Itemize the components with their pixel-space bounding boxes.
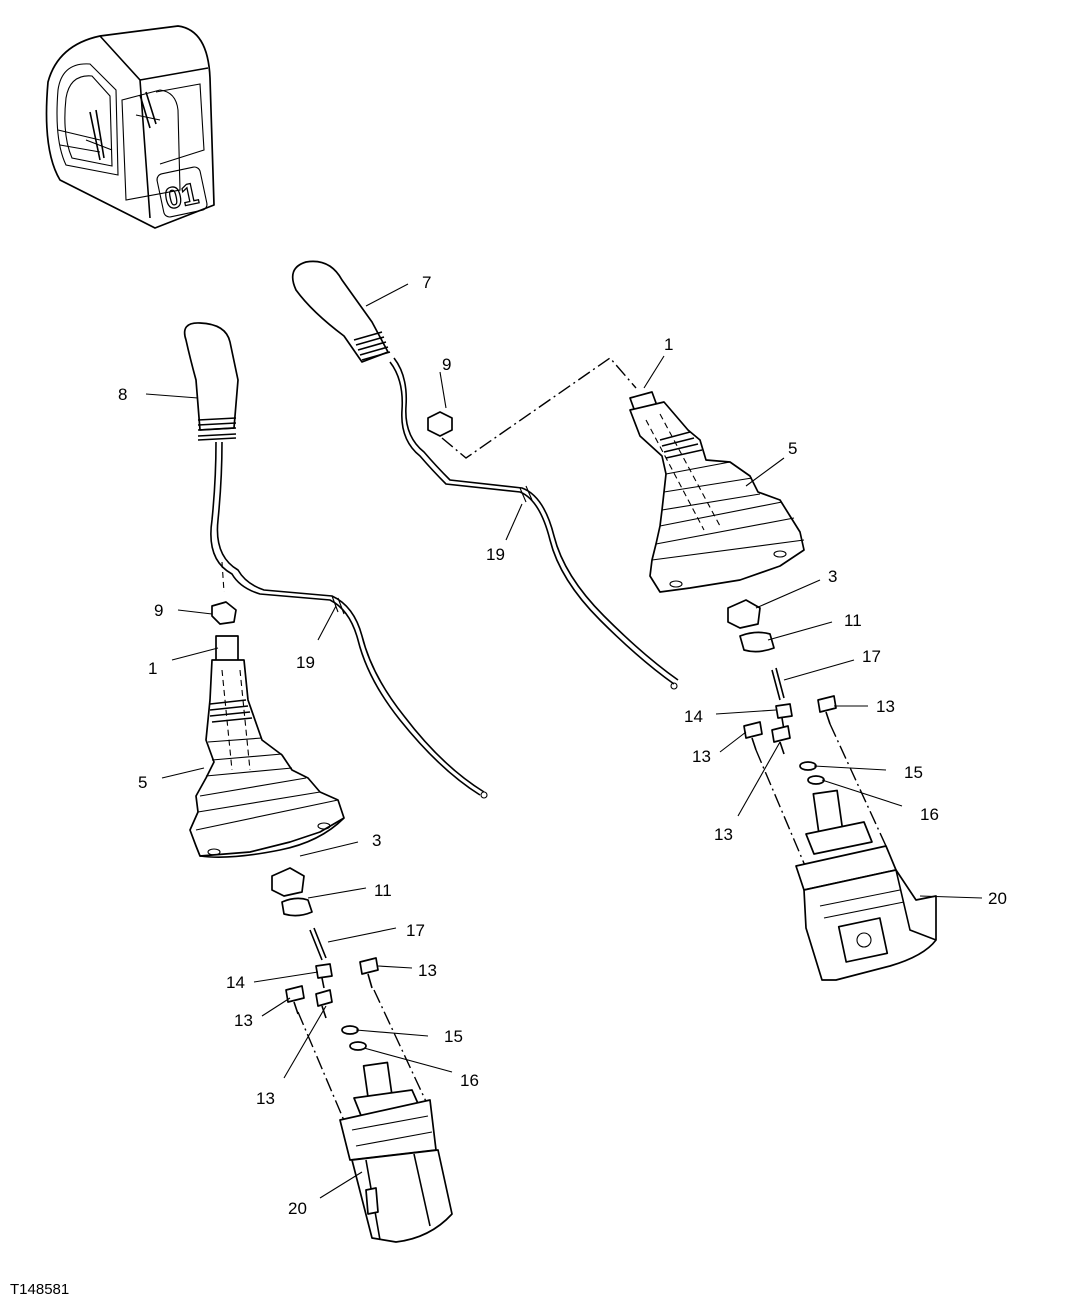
callout-16: 16	[920, 805, 939, 824]
left-assembly	[145, 322, 488, 1243]
callout-20: 20	[288, 1199, 307, 1218]
right-assembly	[291, 260, 983, 981]
callout-20: 20	[988, 889, 1007, 908]
left-bolts	[285, 957, 379, 1019]
callout-13: 13	[418, 961, 437, 980]
callout-1: 1	[148, 659, 157, 678]
callout-1: 1	[664, 335, 673, 354]
callout-9: 9	[154, 601, 163, 620]
callout-13: 13	[256, 1089, 275, 1108]
callout-11: 11	[844, 611, 862, 630]
left-handle-grip	[183, 322, 239, 441]
callout-11: 11	[374, 881, 392, 900]
callout-19: 19	[296, 653, 315, 672]
right-bolts	[743, 695, 837, 755]
right-callouts: 7 9 1 5 3 11 17 14 13 13 13 13 15 16 20 …	[422, 273, 1007, 908]
callout-16: 16	[460, 1071, 479, 1090]
callout-14: 14	[226, 973, 245, 992]
callout-17: 17	[406, 921, 425, 940]
callout-19: 19	[486, 545, 505, 564]
left-pilot-valve	[339, 1061, 453, 1243]
callout-14: 14	[684, 707, 703, 726]
callout-15: 15	[904, 763, 923, 782]
callout-3: 3	[828, 567, 837, 586]
callout-13: 13	[692, 747, 711, 766]
callout-15: 15	[444, 1027, 463, 1046]
callout-5: 5	[138, 773, 147, 792]
callout-13: 13	[714, 825, 733, 844]
callout-8: 8	[118, 385, 127, 404]
cab-inset: 01	[45, 25, 215, 229]
callout-7: 7	[422, 273, 431, 292]
callout-9: 9	[442, 355, 451, 374]
left-boot	[189, 635, 345, 858]
right-pilot-valve	[795, 789, 937, 981]
callout-13: 13	[234, 1011, 253, 1030]
callout-17: 17	[862, 647, 881, 666]
callout-5: 5	[788, 439, 797, 458]
callout-13: 13	[876, 697, 895, 716]
right-handle-grip	[291, 260, 391, 363]
right-boot	[629, 391, 805, 593]
left-callouts: 8 9 1 5 3 11 17 14 13 13 13 13 15 16 20 …	[118, 385, 479, 1218]
cab-number-label: 01	[162, 177, 202, 216]
callout-3: 3	[372, 831, 381, 850]
figure-id: T148581	[10, 1281, 69, 1298]
